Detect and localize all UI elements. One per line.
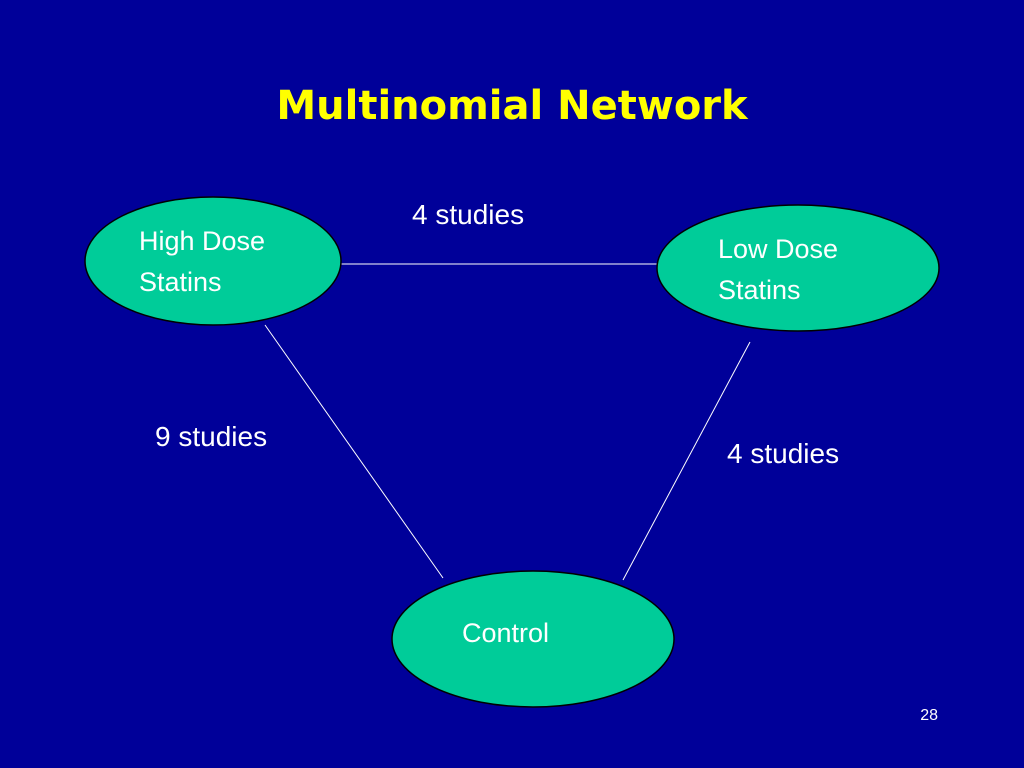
node-label-control: Control (462, 618, 550, 648)
node-low-dose (656, 204, 940, 332)
edge-high-control (264, 324, 444, 579)
node-label-low-dose: Low Dose Statins (718, 229, 838, 311)
node-label-low-dose-line2: Statins (718, 275, 801, 305)
node-control (391, 570, 675, 708)
node-label-high-dose-line2: Statins (139, 267, 222, 297)
edge-label-high-control: 9 studies (155, 421, 268, 452)
node-label-high-dose-line1: High Dose (139, 226, 266, 256)
edge-label-low-control: 4 studies (727, 438, 840, 469)
edge-low-control (622, 341, 751, 581)
edge-label-high-low: 4 studies (412, 199, 525, 230)
node-label-high-dose: High Dose Statins (139, 221, 265, 303)
page-number: 28 (920, 707, 938, 724)
node-label-low-dose-line1: Low Dose (718, 234, 839, 264)
slide-title: Multinomial Network (276, 83, 748, 129)
node-high-dose (84, 196, 342, 326)
